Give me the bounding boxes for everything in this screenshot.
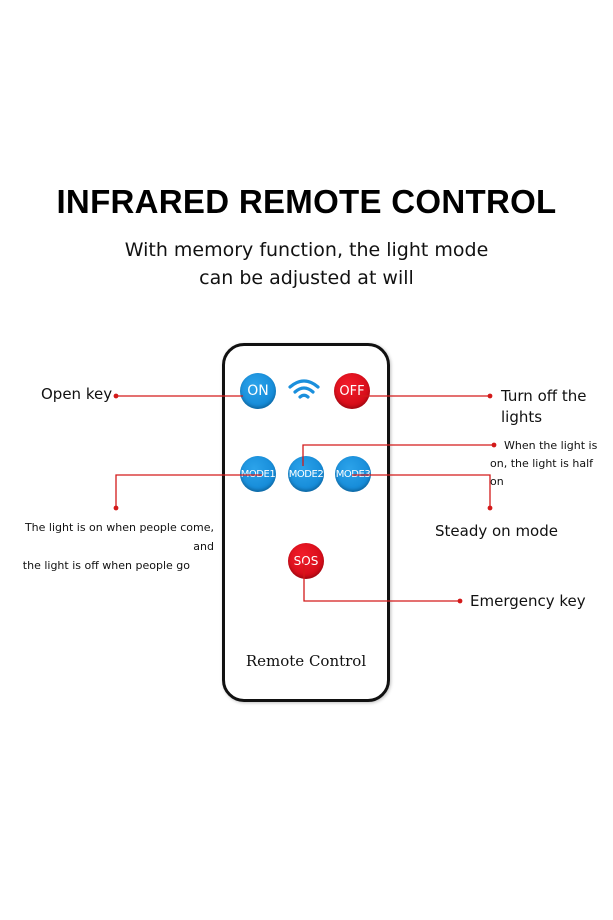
- label-turn-off-line-1: Turn off the: [501, 387, 587, 405]
- leader-dot-open-key: [113, 393, 119, 399]
- leader-dot-turn-off: [487, 393, 493, 399]
- mode2-button[interactable]: MODE2: [288, 456, 324, 492]
- label-sensor-line-1: The light is on when people come, and: [24, 521, 214, 553]
- remote-brand-label: Remote Control: [245, 652, 367, 670]
- mode1-button[interactable]: MODE1: [240, 456, 276, 492]
- page-title: INFRARED REMOTE CONTROL: [56, 183, 557, 220]
- label-steady-on: Steady on mode: [435, 522, 558, 540]
- leader-dot-emergency: [457, 598, 463, 604]
- remote-control-body: ON OFF MODE1 MODE2 MODE3 SOS Remote Cont…: [222, 343, 390, 702]
- label-half-on-line-1: When the light is: [504, 439, 598, 452]
- leader-dot-sensor: [113, 505, 119, 511]
- sos-button[interactable]: SOS: [288, 543, 324, 579]
- label-half-on-line-2: on, the light is half on: [490, 457, 594, 488]
- label-sensor-mode: The light is on when people come, and th…: [8, 518, 214, 575]
- label-half-on: When the light is on, the light is half …: [490, 437, 610, 491]
- mode3-button[interactable]: MODE3: [335, 456, 371, 492]
- subtitle-line-1: With memory function, the light mode: [124, 239, 489, 261]
- label-turn-off-line-2: lights: [501, 408, 543, 426]
- on-button[interactable]: ON: [240, 373, 276, 409]
- wifi-signal-icon: [288, 379, 320, 399]
- subtitle-line-2: can be adjusted at will: [199, 267, 414, 289]
- label-open-key: Open key: [41, 385, 113, 403]
- off-button[interactable]: OFF: [334, 373, 370, 409]
- label-sensor-line-2: the light is off when people go: [22, 559, 190, 572]
- label-emergency-key: Emergency key: [470, 592, 586, 610]
- leader-dot-steady: [487, 505, 493, 511]
- page-subtitle: With memory function, the light mode can…: [0, 236, 613, 292]
- label-turn-off: Turn off the lights: [501, 386, 601, 428]
